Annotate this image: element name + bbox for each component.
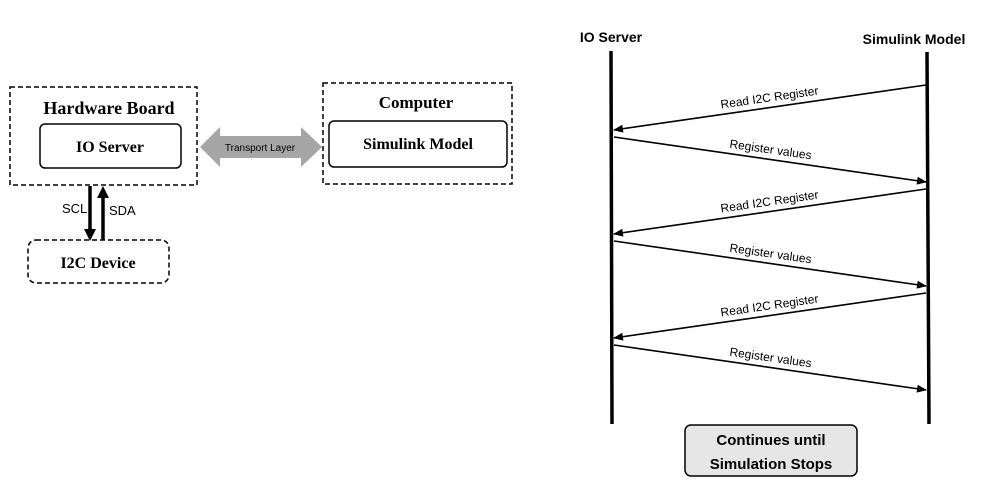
scl-label: SCL	[62, 201, 87, 216]
block-diagram: Hardware Board IO Server Transport Layer…	[9, 82, 513, 284]
sda-label: SDA	[109, 203, 136, 218]
sequence-diagram: IO Server Simulink Model Read I2C Regist…	[580, 29, 966, 477]
message-arrow-5	[613, 292, 927, 341]
lifeline-io-server-title: IO Server	[580, 29, 643, 45]
sda-arrowhead	[97, 186, 109, 198]
footer-box	[684, 424, 858, 477]
footer-line-1: Continues until	[716, 432, 825, 449]
lifeline-io-server	[609, 50, 614, 425]
io-server-box	[39, 123, 182, 169]
i2c-device-label: I2C Device	[60, 255, 135, 272]
scl-arrowhead	[84, 229, 96, 241]
message-arrow-3	[613, 188, 927, 237]
hardware-board-title: Hardware Board	[43, 98, 174, 118]
computer-title: Computer	[379, 93, 454, 112]
transport-layer-label: Transport Layer	[225, 143, 296, 154]
message-arrow-2	[613, 136, 927, 185]
message-label-4: Register values	[729, 241, 813, 267]
message-arrow-1	[613, 84, 927, 133]
message-label-6: Register values	[729, 345, 813, 371]
message-arrow-6	[613, 344, 927, 393]
computer-container	[322, 82, 513, 185]
simulink-model-label: Simulink Model	[363, 136, 473, 153]
simulink-model-box	[328, 120, 508, 168]
hardware-board-container	[9, 86, 198, 186]
message-label-2: Register values	[729, 137, 813, 163]
io-server-label: IO Server	[76, 139, 144, 156]
message-arrow-4	[613, 240, 927, 289]
lifeline-simulink-model-title: Simulink Model	[863, 31, 966, 47]
transport-layer-arrow	[200, 127, 322, 167]
footer-line-2: Simulation Stops	[710, 456, 833, 473]
lifeline-simulink-model	[925, 51, 931, 425]
